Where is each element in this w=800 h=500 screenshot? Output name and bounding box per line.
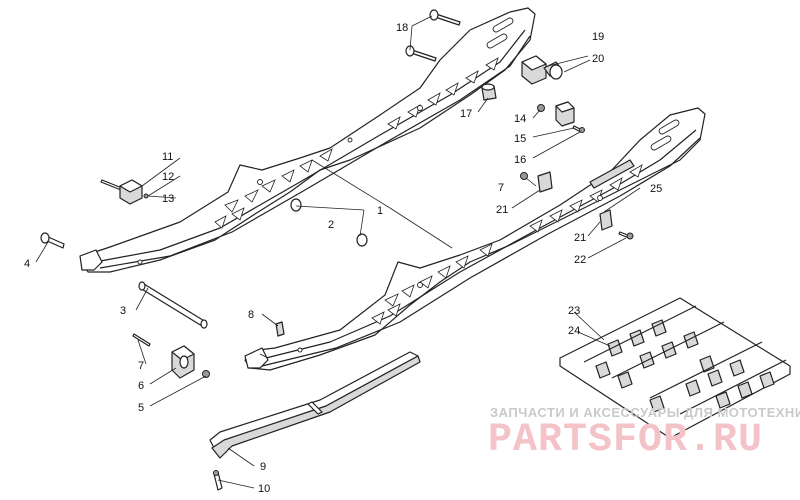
callout-15: 15 xyxy=(514,133,526,145)
cross-shaft xyxy=(138,281,208,329)
callout-6: 6 xyxy=(138,380,144,392)
watermark-tagline: ЗАПЧАСТИ И АКСЕССУАРЫ ДЛЯ МОТОТЕХНИКИ xyxy=(490,405,800,420)
nut-14 xyxy=(537,104,545,112)
callout-1: 1 xyxy=(377,205,383,217)
plate-21-lower xyxy=(599,209,613,231)
callout-23: 23 xyxy=(568,305,580,317)
callout-13: 13 xyxy=(162,193,174,205)
block-19 xyxy=(521,55,547,85)
nut-5 xyxy=(202,370,210,378)
callout-25: 25 xyxy=(650,183,662,195)
watermark-brand: PARTSFOR.RU xyxy=(488,418,763,463)
washer-2-upper xyxy=(290,198,302,212)
washer-2-lower xyxy=(356,233,368,247)
callout-7-left: 7 xyxy=(138,360,144,372)
callout-10: 10 xyxy=(258,483,270,495)
callout-8: 8 xyxy=(248,309,254,321)
bolt-18-bottom xyxy=(405,45,437,62)
block-15 xyxy=(555,101,575,127)
bolt-22 xyxy=(618,231,634,240)
nut-7-right xyxy=(520,172,528,180)
callout-19: 19 xyxy=(592,31,604,43)
callout-14: 14 xyxy=(514,113,526,125)
screw-10 xyxy=(213,470,223,491)
callouts: 1 2 3 4 5 6 7 7 8 9 10 11 12 13 14 15 16… xyxy=(24,22,662,495)
callout-4: 4 xyxy=(24,258,30,270)
wear-strip xyxy=(209,351,421,459)
callout-20: 20 xyxy=(592,53,604,65)
spacer-17 xyxy=(481,83,497,101)
callout-18: 18 xyxy=(396,22,408,34)
screw-11 xyxy=(100,179,123,191)
callout-21-upper: 21 xyxy=(496,204,508,216)
callout-5: 5 xyxy=(138,402,144,414)
callout-7-right: 7 xyxy=(498,182,504,194)
callout-21-lower: 21 xyxy=(574,232,586,244)
callout-3: 3 xyxy=(120,305,126,317)
back-slide-rail xyxy=(79,7,536,273)
callout-11: 11 xyxy=(162,151,173,163)
nut-13 xyxy=(143,193,149,199)
track-section xyxy=(559,297,791,439)
bumper-6 xyxy=(171,345,195,379)
callout-24: 24 xyxy=(568,325,580,337)
screw-7-left xyxy=(132,333,151,347)
callout-9: 9 xyxy=(260,461,266,473)
front-slide-rail xyxy=(244,107,706,371)
bolt-4 xyxy=(40,232,65,249)
callout-16: 16 xyxy=(514,154,526,166)
bushing-20 xyxy=(543,61,563,80)
callout-2: 2 xyxy=(328,219,334,231)
callout-17: 17 xyxy=(460,108,472,120)
bolt-16 xyxy=(572,125,585,133)
watermark: ЗАПЧАСТИ И АКСЕССУАРЫ ДЛЯ МОТОТЕХНИКИ PA… xyxy=(488,405,800,463)
callout-22: 22 xyxy=(574,254,586,266)
callout-12: 12 xyxy=(162,171,174,183)
bolt-18-top xyxy=(429,9,461,26)
screw-8 xyxy=(275,321,285,337)
plate-21-upper xyxy=(537,171,553,193)
track-clips xyxy=(595,319,775,413)
block-12 xyxy=(119,179,143,205)
leader-lines xyxy=(35,15,641,489)
